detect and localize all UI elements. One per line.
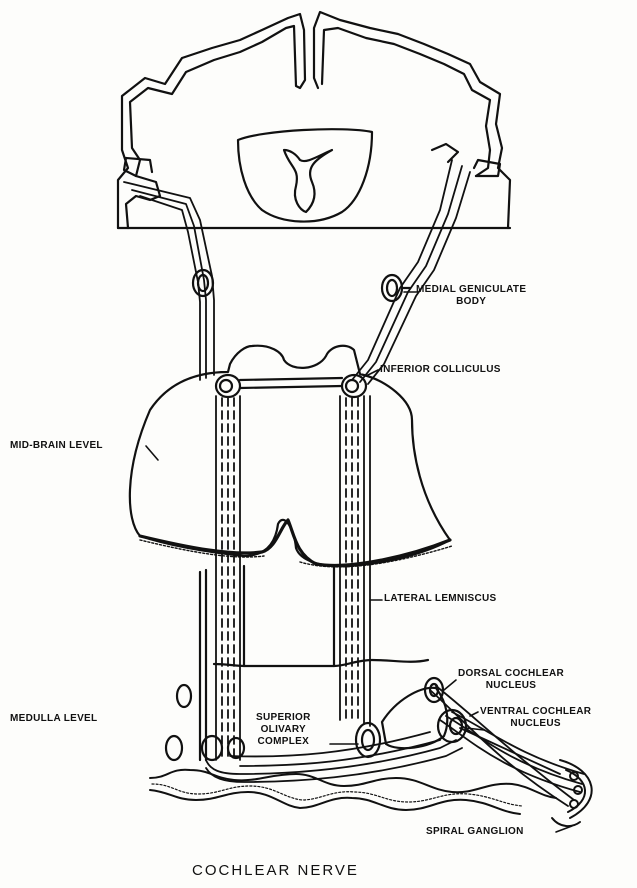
label-line: SUPERIOR bbox=[256, 712, 311, 724]
auditory-radiations bbox=[124, 160, 470, 384]
lateral-lemniscus-tracts bbox=[216, 396, 370, 760]
label-line: NUCLEUS bbox=[458, 680, 564, 692]
ventricle bbox=[238, 129, 372, 221]
label-line: NUCLEUS bbox=[480, 718, 591, 730]
label-lateral-lemniscus: LATERAL LEMNISCUS bbox=[384, 593, 497, 605]
label-line: BODY bbox=[416, 296, 526, 308]
inferior-colliculi bbox=[216, 375, 366, 397]
label-dorsal-cochlear-nucleus: DORSAL COCHLEAR NUCLEUS bbox=[458, 668, 564, 692]
label-line: VENTRAL COCHLEAR bbox=[480, 706, 591, 718]
label-line: OLIVARY bbox=[256, 724, 311, 736]
label-mid-brain-level: MID-BRAIN LEVEL bbox=[10, 440, 103, 452]
label-spiral-ganglion: SPIRAL GANGLION bbox=[426, 826, 524, 838]
label-superior-olivary-complex: SUPERIOR OLIVARY COMPLEX bbox=[256, 712, 311, 748]
medial-geniculate-bodies bbox=[193, 270, 410, 301]
label-medulla-level: MEDULLA LEVEL bbox=[10, 713, 97, 725]
label-line: DORSAL COCHLEAR bbox=[458, 668, 564, 680]
label-inferior-colliculus: INFERIOR COLLICULUS bbox=[380, 364, 501, 376]
medulla-floor bbox=[150, 770, 556, 814]
label-ventral-cochlear-nucleus: VENTRAL COCHLEAR NUCLEUS bbox=[480, 706, 591, 730]
label-line: MEDIAL GENICULATE bbox=[416, 284, 526, 296]
figure-caption: COCHLEAR NERVE bbox=[192, 862, 359, 879]
label-medial-geniculate-body: MEDIAL GENICULATE BODY bbox=[416, 284, 526, 308]
label-line: COMPLEX bbox=[256, 736, 311, 748]
